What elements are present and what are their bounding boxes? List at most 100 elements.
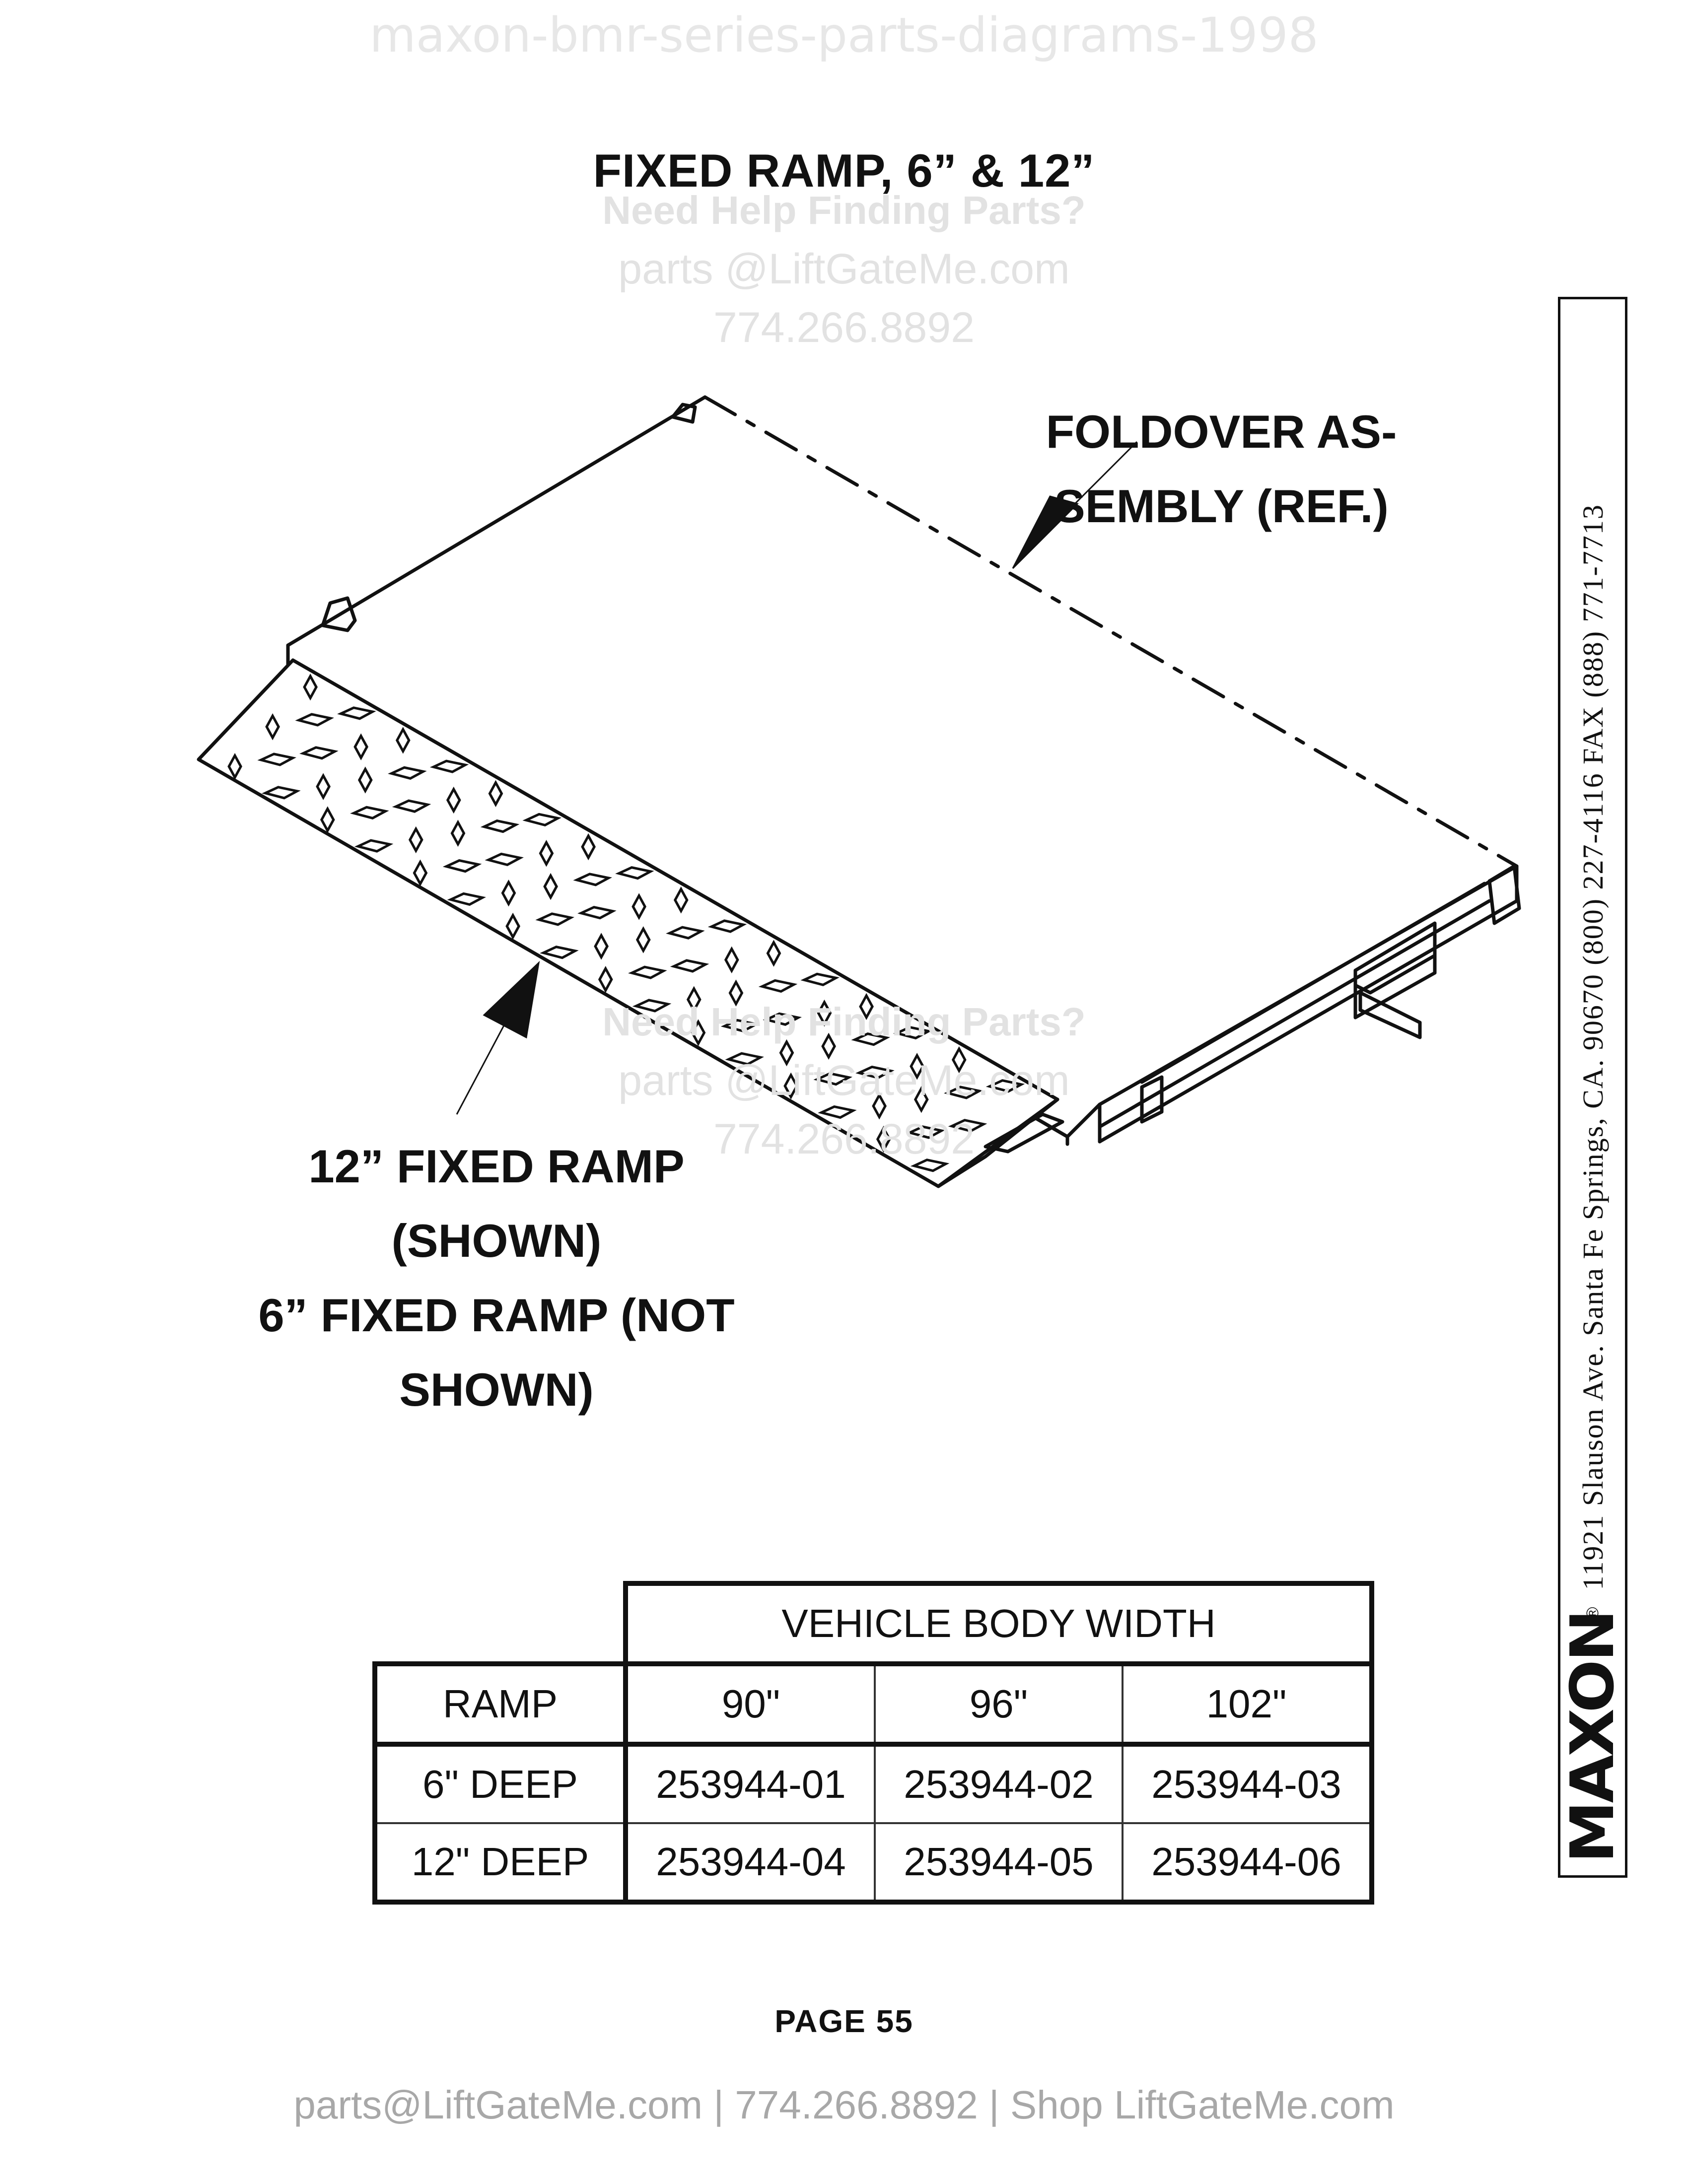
column-header: RAMP (372, 1661, 628, 1747)
tread-diamond (320, 806, 335, 833)
tread-diamond (581, 833, 596, 861)
tread-diamond (944, 1086, 983, 1099)
tread-diamond (598, 966, 613, 993)
help-watermark-middle: Need Help Finding Parts? parts @LiftGate… (0, 993, 1688, 1168)
tread-diamond (354, 839, 394, 853)
column-header: 96" (874, 1661, 1124, 1747)
tread-diamond (720, 1019, 760, 1033)
page-number: PAGE 55 (774, 2003, 914, 2039)
tread-diamond (632, 999, 672, 1013)
tread-diamond (543, 873, 558, 900)
tread-diamond (670, 959, 709, 973)
tread-diamond (257, 752, 296, 766)
tread-diamond (893, 1025, 932, 1040)
tread-diamond (910, 1053, 924, 1080)
tread-diamond (813, 1072, 852, 1086)
help-watermark-phone: 774.266.8892 (713, 1115, 975, 1163)
tread-diamond (914, 1086, 929, 1113)
tread-diamond (485, 852, 524, 867)
tread-diamond (855, 1065, 895, 1080)
tread-diamond (758, 979, 798, 993)
tread-diamond (447, 892, 486, 906)
tread-diamond (357, 766, 373, 794)
table-cell: 253944-02 (874, 1743, 1124, 1824)
page-title: FIXED RAMP, 6” & 12” (593, 144, 1095, 197)
table-cell: 253944-04 (625, 1822, 876, 1905)
tread-diamond (353, 733, 368, 760)
tread-diamond (488, 780, 503, 807)
tread-diamond (666, 926, 705, 940)
tread-diamond (763, 1012, 802, 1026)
tread-diamond (948, 1119, 987, 1133)
tread-diamond (522, 813, 562, 827)
tread-diamond (505, 912, 520, 940)
tread-diamond (951, 1046, 967, 1074)
tread-diamond (800, 972, 840, 986)
table-row: 6" DEEP 253944-01 253944-02 253944-03 (372, 1743, 1374, 1824)
tread-diamond (450, 819, 466, 847)
tread-diamond (615, 866, 654, 880)
maxon-logo: MAXON (1558, 1611, 1627, 1863)
tread-diamond (539, 839, 554, 867)
tread-diamond (350, 806, 389, 819)
tread-diamond (480, 819, 520, 833)
tread-diamond (408, 826, 423, 854)
tread-diamond (299, 746, 339, 760)
table-cell: 253944-01 (625, 1743, 876, 1824)
tread-diamond (303, 673, 318, 701)
fixed-ramp-callout: 12” FIXED RAMP (SHOWN) 6” FIXED RAMP (NO… (258, 1140, 735, 1416)
tread-pattern (227, 673, 1025, 1172)
tread-diamond (573, 873, 612, 887)
ramp-leader-arrow (483, 960, 540, 1039)
tread-diamond (262, 786, 301, 800)
tread-diamond (691, 1019, 706, 1046)
tread-diamond (707, 919, 747, 933)
tread-diamond (392, 799, 431, 813)
tread-diamond (817, 999, 832, 1027)
tread-diamond (413, 859, 428, 887)
table-cell: 6" DEEP (372, 1743, 628, 1824)
table-cell: 253944-06 (1122, 1822, 1374, 1905)
maxon-address-sidebar: MAXON ® 11921 Slauson Ave. Santa Fe Spri… (1558, 297, 1627, 1878)
foldover-leader-arrow (1012, 495, 1079, 569)
footer-contact: parts@LiftGateMe.com | 774.266.8892 | Sh… (293, 2083, 1395, 2127)
tread-diamond (766, 940, 781, 967)
tread-diamond (227, 752, 242, 780)
tread-diamond (876, 1125, 891, 1153)
column-header: 102" (1122, 1661, 1374, 1747)
help-watermark-heading: Need Help Finding Parts? (602, 188, 1086, 232)
tread-diamond (859, 993, 874, 1021)
tread-diamond (337, 706, 376, 720)
tread-diamond (779, 1039, 794, 1067)
vehicle-body-width-header: VEHICLE BODY WIDTH (623, 1581, 1374, 1665)
tread-diamond (872, 1092, 887, 1120)
tread-diamond (673, 887, 689, 914)
foldover-assembly-callout: FOLDOVER AS- SEMBLY (REF.) (1046, 406, 1397, 532)
tread-diamond (429, 759, 469, 773)
table-cell: 253944-05 (874, 1822, 1124, 1905)
tread-diamond (910, 1159, 950, 1172)
tread-diamond (821, 1032, 836, 1060)
tread-diamond (783, 1072, 798, 1100)
tread-diamond (985, 1079, 1025, 1093)
tread-diamond (501, 879, 516, 907)
tread-diamond (594, 933, 609, 960)
tread-diamond (818, 1105, 857, 1119)
tread-diamond (906, 1125, 945, 1139)
tread-diamond (316, 773, 331, 800)
foldover-assembly-outline (288, 397, 1517, 1104)
tread-diamond (851, 1032, 890, 1046)
part-number-table: VEHICLE BODY WIDTH RAMP 90" 96" 102" 6" … (372, 1581, 1374, 1905)
tread-diamond (535, 912, 574, 926)
tread-diamond (442, 859, 482, 873)
help-watermark-email: parts @LiftGateMe.com (618, 1057, 1070, 1104)
tread-diamond (577, 906, 617, 920)
tread-diamond (395, 727, 411, 754)
tread-diamond (295, 713, 334, 727)
table-row: 12" DEEP 253944-04 253944-05 253944-06 (372, 1822, 1374, 1905)
help-watermark-heading: Need Help Finding Parts? (602, 1000, 1086, 1044)
tread-diamond (388, 766, 427, 780)
tread-diamond (632, 893, 646, 920)
company-address: 11921 Slauson Ave. Santa Fe Springs, CA.… (1576, 503, 1609, 1590)
